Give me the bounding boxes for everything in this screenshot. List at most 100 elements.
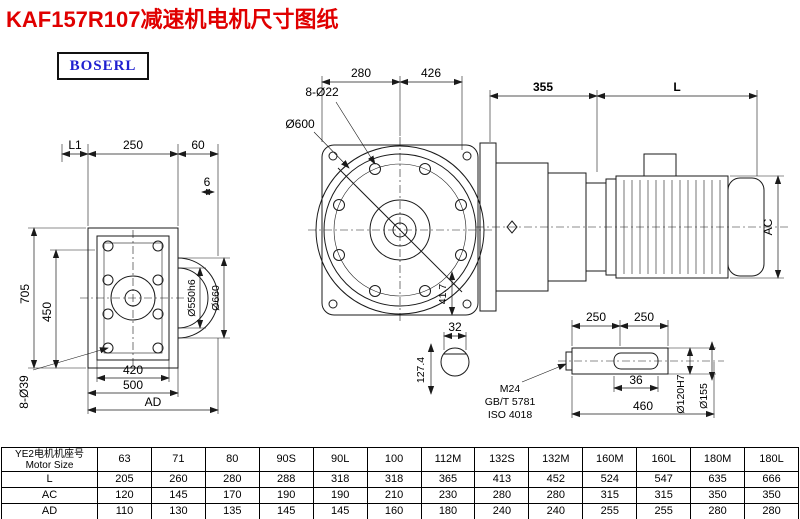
motor-size-header-cn: YE2电机机座号 — [15, 448, 84, 460]
dim-o600-label: Ø600 — [285, 117, 315, 131]
table-cell: 666 — [744, 471, 799, 488]
table-cell: 110 — [97, 503, 152, 519]
table-cell: 280 — [690, 503, 746, 519]
technical-drawing: 705 450 L1 250 60 6 Ø550h6 Ø660 — [17, 66, 788, 421]
thread-gbt-label: GB/T 5781 — [485, 396, 536, 408]
table-cell: 145 — [312, 503, 368, 519]
dim-o550h6-label: Ø550h6 — [186, 279, 198, 317]
size-column-header: 63 — [97, 447, 152, 472]
row-label: L — [1, 471, 98, 488]
dim-60-label: 60 — [191, 138, 205, 152]
shaft-detail-view: 250 250 36 460 Ø120H7 Ø155 M24 GB/T 5781 — [485, 310, 724, 421]
table-cell: 350 — [690, 487, 746, 504]
left-view-geometry — [80, 227, 219, 369]
table-cell: 190 — [312, 487, 368, 504]
table-cell: 280 — [744, 503, 799, 519]
table-cell: 205 — [97, 471, 152, 488]
dim-8xo39-label: 8-Ø39 — [17, 375, 31, 409]
size-column-header: 90S — [258, 447, 314, 472]
page-title: KAF157R107减速机电机尺寸图纸 — [6, 7, 339, 32]
table-cell: 318 — [366, 471, 422, 488]
table-cell: 315 — [636, 487, 692, 504]
size-column-header: 71 — [150, 447, 206, 472]
dim-o120h7-label: Ø120H7 — [675, 374, 687, 413]
size-column-header: 160M — [582, 447, 638, 472]
dim-41-7-label: 41.7 — [437, 284, 449, 305]
dim-6-label: 6 — [204, 175, 211, 189]
motor-size-header-en: Motor Size — [25, 459, 74, 471]
dim-450-label: 450 — [40, 302, 54, 322]
size-column-header: 132S — [474, 447, 530, 472]
table-cell: 160 — [366, 503, 422, 519]
dim-420-label: 420 — [123, 363, 143, 377]
table-cell: 240 — [474, 503, 530, 519]
size-column-header: 90L — [312, 447, 368, 472]
side-view-geometry — [476, 142, 788, 312]
row-label: AD — [1, 503, 98, 519]
flange-view-dimensions: Ø600 8-Ø22 280 426 41.7 — [285, 66, 463, 316]
dim-127-4-label: 127.4 — [415, 357, 427, 383]
table-cell: 280 — [204, 471, 260, 488]
dim-250-top-label: 250 — [123, 138, 143, 152]
table-cell: 524 — [582, 471, 638, 488]
dim-355-label: 355 — [533, 80, 553, 94]
dim-motor-l-label: L — [673, 80, 680, 94]
dim-460-label: 460 — [633, 399, 653, 413]
table-cell: 180 — [420, 503, 476, 519]
side-view-dimensions: 355 L AC — [489, 80, 784, 279]
table-cell: 547 — [636, 471, 692, 488]
table-cell: 145 — [258, 503, 314, 519]
table-cell: 230 — [420, 487, 476, 504]
table-cell: 318 — [312, 471, 368, 488]
table-cell: 190 — [258, 487, 314, 504]
size-column-header: 180M — [690, 447, 746, 472]
table-cell: 145 — [150, 487, 206, 504]
table-cell: 280 — [474, 487, 530, 504]
dim-250a-label: 250 — [586, 310, 606, 324]
size-column-header: 112M — [420, 447, 476, 472]
table-cell: 120 — [97, 487, 152, 504]
dim-36-label: 36 — [629, 373, 643, 387]
table-cell: 135 — [204, 503, 260, 519]
row-label: AC — [1, 487, 98, 504]
shaft-section-view: 32 127.4 — [415, 320, 470, 395]
thread-m24-label: M24 — [500, 383, 521, 395]
size-column-header: 80 — [204, 447, 260, 472]
table-cell: 170 — [204, 487, 260, 504]
size-column-header: 180L — [744, 447, 799, 472]
table-cell: 255 — [582, 503, 638, 519]
table-cell: 255 — [636, 503, 692, 519]
size-column-header: 100 — [366, 447, 422, 472]
table-cell: 452 — [528, 471, 584, 488]
table-cell: 413 — [474, 471, 530, 488]
dim-o660-label: Ø660 — [210, 285, 222, 311]
dim-426-label: 426 — [421, 66, 441, 80]
dim-o155-label: Ø155 — [698, 383, 710, 409]
left-view-dimensions: 705 450 L1 250 60 6 Ø550h6 Ø660 — [17, 138, 230, 414]
table-cell: 315 — [582, 487, 638, 504]
flange-view-geometry — [308, 137, 492, 322]
size-column-header: 132M — [528, 447, 584, 472]
table-cell: 288 — [258, 471, 314, 488]
dim-ac-label: AC — [761, 218, 775, 235]
table-cell: 210 — [366, 487, 422, 504]
dim-ad-label: AD — [145, 395, 162, 409]
thread-iso-label: ISO 4018 — [488, 409, 533, 421]
table-cell: 635 — [690, 471, 746, 488]
table-cell: 130 — [150, 503, 206, 519]
dim-l1-label: L1 — [68, 138, 82, 152]
table-cell: 365 — [420, 471, 476, 488]
dim-500-label: 500 — [123, 378, 143, 392]
brand-logo: BOSERL — [57, 52, 149, 80]
dim-705-label: 705 — [18, 284, 32, 304]
dim-280-label: 280 — [351, 66, 371, 80]
dim-250b-label: 250 — [634, 310, 654, 324]
